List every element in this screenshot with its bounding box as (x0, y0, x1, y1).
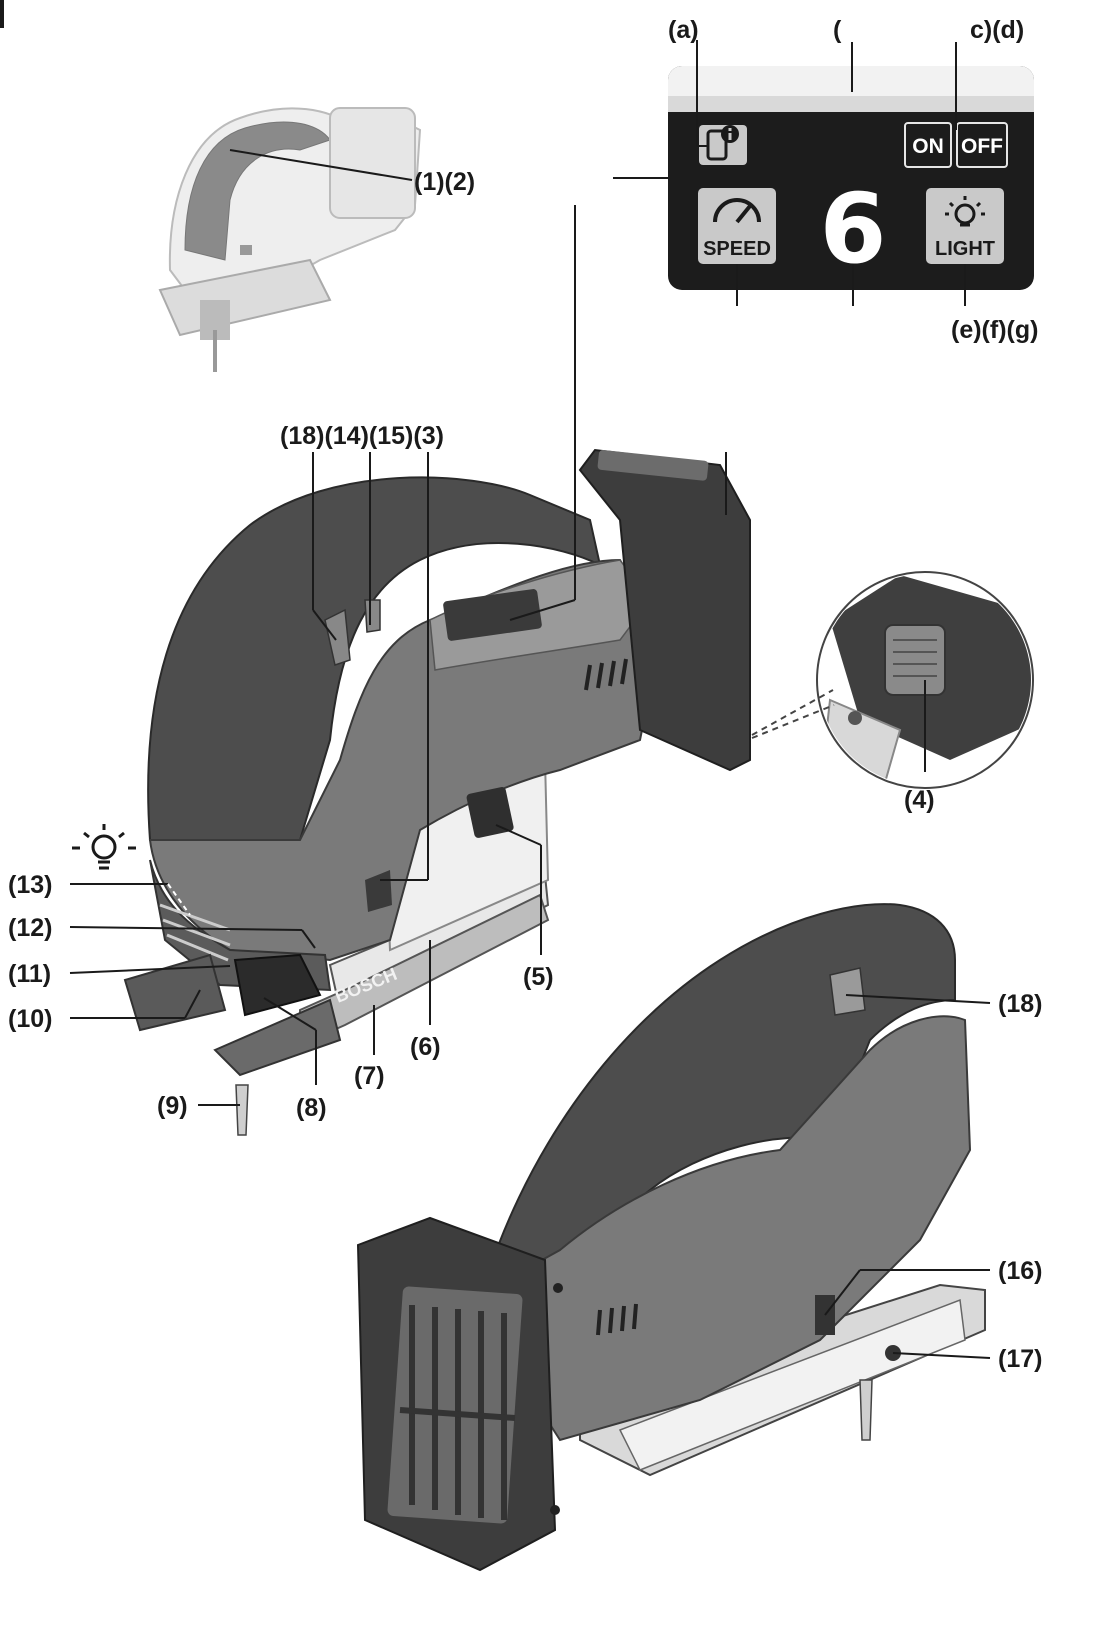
rear-jigsaw-illustration (356, 903, 986, 1572)
main-jigsaw-illustration: BOSCH (123, 448, 751, 1136)
label-18-bottom: (18) (998, 990, 1042, 1018)
label-8: (8) (296, 1094, 327, 1122)
label-11: (11) (8, 960, 51, 988)
label-10: (10) (8, 1005, 52, 1033)
label-4: (4) (904, 786, 935, 814)
label-1-2: (1)(2) (414, 168, 475, 196)
label-16: (16) (998, 1257, 1042, 1285)
label-c-d: c)(d) (970, 16, 1024, 44)
label-13: (13) (8, 871, 52, 899)
battery-release-zoom (751, 571, 1034, 789)
control-panel: ON OFF SPEED 6 LIG (613, 40, 1034, 306)
light-button: LIGHT (926, 188, 1004, 264)
label-6: (6) (410, 1033, 441, 1061)
speed-button: SPEED (698, 188, 776, 264)
off-label: OFF (961, 135, 1003, 158)
leader-lines (69, 149, 991, 1359)
on-button: ON (904, 122, 952, 168)
small-jigsaw-illustration (158, 107, 422, 372)
speed-label: SPEED (703, 238, 771, 260)
app-info-button (699, 125, 747, 165)
on-label: ON (912, 135, 944, 158)
label-e-f-g: (e)(f)(g) (951, 316, 1038, 344)
label-17: (17) (998, 1345, 1042, 1373)
label-7: (7) (354, 1062, 385, 1090)
speedometer-icon (713, 198, 761, 223)
label-5: (5) (523, 963, 554, 991)
label-a: (a) (668, 16, 699, 44)
label-18-14-15-3: (18)(14)(15)(3) (280, 422, 444, 450)
work-light-icon (72, 824, 136, 870)
page-corner-mark (0, 0, 4, 28)
label-b: ( (833, 16, 842, 44)
light-label: LIGHT (935, 238, 995, 260)
label-12: (12) (8, 914, 52, 942)
lightbulb-icon (945, 196, 985, 227)
label-9: (9) (157, 1092, 188, 1120)
off-button: OFF (956, 122, 1008, 168)
